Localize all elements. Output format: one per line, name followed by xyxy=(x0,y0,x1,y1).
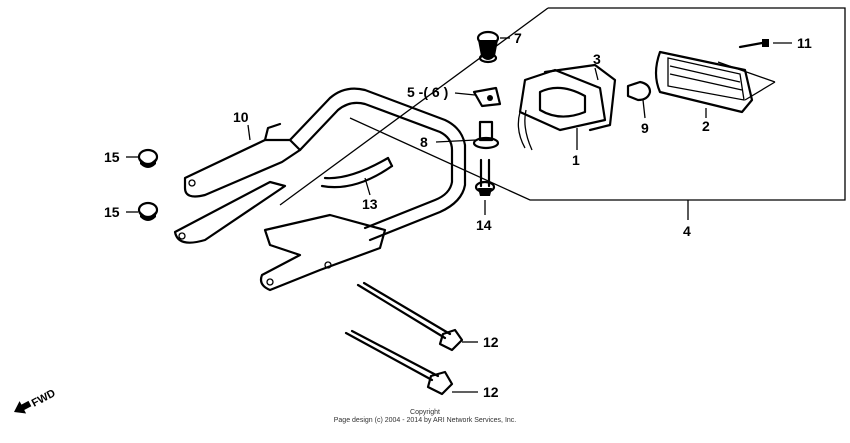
callout-15-lower: 15 xyxy=(104,204,120,220)
mounting-bolt xyxy=(474,158,496,196)
assembly-outline xyxy=(349,7,846,201)
callout-12-lower: 12 xyxy=(483,384,499,400)
callout-11: 11 xyxy=(797,35,812,51)
callout-3: 3 xyxy=(593,51,601,67)
callout-4: 4 xyxy=(683,223,691,239)
callout-1: 1 xyxy=(572,152,580,168)
bulb xyxy=(626,80,652,102)
bolt-upper xyxy=(356,281,464,352)
callout-5-6: 5 -( 6 ) xyxy=(407,84,448,100)
lens-screw xyxy=(738,39,769,49)
callout-9: 9 xyxy=(641,120,649,136)
callout-2: 2 xyxy=(702,118,710,134)
flange-nut-upper xyxy=(137,148,159,168)
collar xyxy=(472,120,500,150)
callout-13: 13 xyxy=(362,196,378,212)
rubber-strap xyxy=(320,156,394,189)
callout-8: 8 xyxy=(420,134,428,150)
callout-14: 14 xyxy=(476,217,492,233)
leader-lines xyxy=(126,37,792,393)
fwd-label: FWD xyxy=(30,387,58,409)
callout-7: 7 xyxy=(514,30,522,46)
grab-rail xyxy=(173,87,467,292)
assembly-diagonal xyxy=(279,7,549,206)
reflector-lens xyxy=(654,50,754,114)
light-housing xyxy=(517,63,617,151)
flange-nut-lower xyxy=(137,201,159,221)
callout-10: 10 xyxy=(233,109,249,125)
copyright-line-2: Page design (c) 2004 - 2014 by ARI Netwo… xyxy=(333,417,517,424)
bracket xyxy=(472,86,502,108)
copyright-line-1: Copyright xyxy=(410,409,440,416)
grommet xyxy=(476,30,500,64)
callout-15-upper: 15 xyxy=(104,149,120,165)
callout-12-upper: 12 xyxy=(483,334,499,350)
bolt-lower xyxy=(344,329,454,396)
